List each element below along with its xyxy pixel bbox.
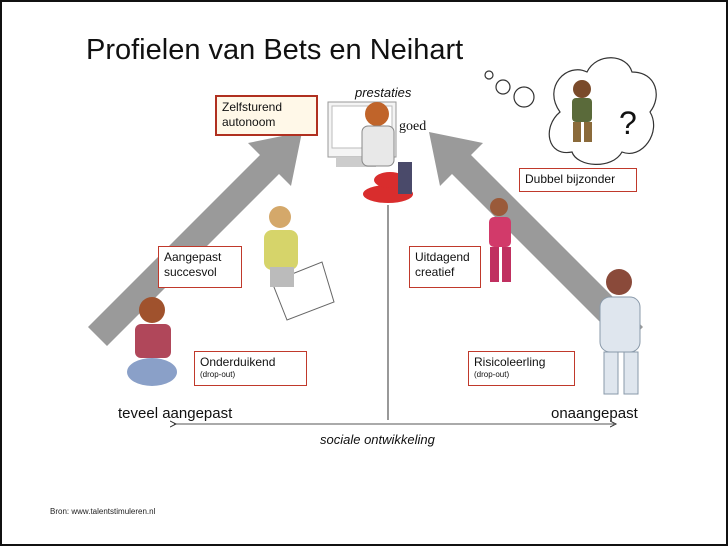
box-uitdagend: Uitdagend creatief <box>409 246 481 288</box>
computer-kid-illustration <box>327 101 413 203</box>
question-mark: ? <box>619 105 637 141</box>
box-risico-line1: Risicoleerling <box>474 355 546 369</box>
axis-left-label: teveel aangepast <box>118 405 233 422</box>
box-zelfsturend: Zelfsturend autonoom <box>215 95 318 136</box>
source-citation: Bron: www.talentstimuleren.nl <box>50 507 156 516</box>
box-uitdagend-line1: Uitdagend <box>415 250 470 264</box>
box-dubbel-line1: Dubbel bijzonder <box>525 172 616 186</box>
standing-kid-illustration <box>599 269 641 395</box>
screen-good-label: goed <box>399 119 427 134</box>
box-risico-note: (drop-out) <box>474 370 510 379</box>
box-onderduikend-line1: Onderduikend <box>200 355 276 369</box>
axis-bottom-label: sociale ontwikkeling <box>320 432 435 447</box>
box-aangepast-line1: Aangepast <box>164 250 222 264</box>
box-onderduikend-note: (drop-out) <box>200 370 236 379</box>
box-aangepast: Aangepast succesvol <box>158 246 242 288</box>
sitting-girl-illustration <box>127 297 177 386</box>
box-zelfsturend-line1: Zelfsturend <box>222 100 283 114</box>
axis-top-label: prestaties <box>355 85 412 100</box>
kid-in-cloud-illustration <box>572 80 592 142</box>
box-risicoleerling: Risicoleerling (drop-out) <box>468 351 575 386</box>
left-grey-arrow <box>88 132 302 346</box>
slide-title: Profielen van Bets en Neihart <box>86 34 464 66</box>
box-onderduikend: Onderduikend (drop-out) <box>194 351 307 386</box>
axis-right-label: onaangepast <box>551 405 638 422</box>
box-aangepast-line2: succesvol <box>164 265 217 279</box>
right-grey-arrow <box>429 132 643 346</box>
creative-kid-illustration <box>489 198 511 282</box>
box-dubbel-bijzonder: Dubbel bijzonder <box>519 168 637 192</box>
drawing-kid-illustration <box>264 206 335 321</box>
box-uitdagend-line2: creatief <box>415 265 455 279</box>
box-zelfsturend-line2: autonoom <box>222 115 276 129</box>
